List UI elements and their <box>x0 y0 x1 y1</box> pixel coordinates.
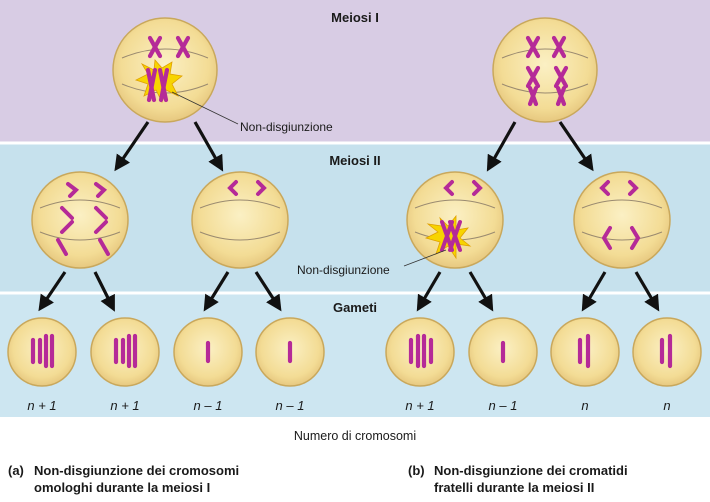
gamete-count-label: n – 1 <box>194 398 223 413</box>
arrow <box>468 271 494 312</box>
gamete-cell <box>632 317 702 387</box>
arrow <box>558 121 594 172</box>
gamete-cell <box>385 317 455 387</box>
gamete-count-label: n <box>663 398 670 413</box>
band-label-gametes: Gameti <box>333 300 377 315</box>
gamete-cell <box>173 317 243 387</box>
caption-b-line2: fratelli durante la meiosi II <box>434 480 595 495</box>
meiosis2-cell <box>406 171 504 269</box>
arrow <box>581 271 607 312</box>
gamete-count-label: n + 1 <box>110 398 139 413</box>
parent-cell-b <box>492 17 598 123</box>
gamete-count-label: n – 1 <box>489 398 518 413</box>
arrow-group <box>38 121 660 312</box>
band-label-meiosis2: Meiosi II <box>329 153 380 168</box>
caption-b-tag: (b) <box>408 463 425 478</box>
arrow <box>93 271 115 312</box>
nondisjunction-label-b: Non-disgiunzione <box>297 263 390 277</box>
nondisjunction-label-a: Non-disgiunzione <box>240 120 333 134</box>
arrow <box>38 271 67 312</box>
gamete-cell <box>7 317 77 387</box>
caption-b: (b) Non-disgiunzione dei cromatidi fratel… <box>408 462 628 496</box>
arrow <box>634 271 660 312</box>
gamete-count-label: n <box>581 398 588 413</box>
arrow <box>203 271 230 312</box>
gamete-cell <box>255 317 325 387</box>
meiosis2-cell <box>31 171 129 269</box>
band-label-meiosis1: Meiosi I <box>331 10 379 25</box>
gamete-cell <box>550 317 620 387</box>
meiosis2-cell <box>191 171 289 269</box>
arrow <box>254 271 282 312</box>
caption-b-line1: Non-disgiunzione dei cromatidi <box>434 463 628 478</box>
gamete-cell <box>468 317 538 387</box>
gamete-count-label: n + 1 <box>405 398 434 413</box>
arrow <box>416 271 442 312</box>
arrow <box>193 121 224 172</box>
callout-line <box>403 249 447 267</box>
arrow <box>114 121 150 172</box>
meiosis2-cell <box>573 171 671 269</box>
caption-a-line2: omologhi durante la meiosi I <box>34 480 211 495</box>
gamete-cell <box>90 317 160 387</box>
gamete-count-label: n – 1 <box>276 398 305 413</box>
caption-a-tag: (a) <box>8 463 24 478</box>
caption-a-line1: Non-disgiunzione dei cromosomi <box>34 463 240 478</box>
arrow <box>486 121 517 172</box>
parent-cell-a <box>112 17 218 123</box>
chromosome-count-axis-label: Numero di cromosomi <box>293 429 417 443</box>
callout-line <box>171 91 239 125</box>
gamete-count-label: n + 1 <box>27 398 56 413</box>
caption-a: (a) Non-disgiunzione dei cromosomi omolog… <box>8 462 239 496</box>
